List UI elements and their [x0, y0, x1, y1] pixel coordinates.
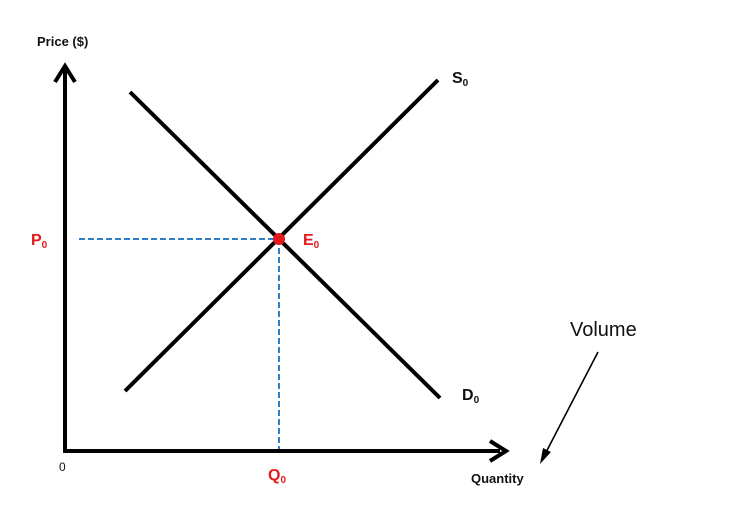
- equilibrium-label: E0: [303, 232, 320, 251]
- price-label: P0: [31, 232, 48, 251]
- quantity-label-sub: 0: [280, 475, 286, 486]
- equilibrium-label-sub: 0: [314, 240, 320, 251]
- x-axis-arrowhead: [488, 439, 510, 463]
- demand-curve: [128, 90, 442, 400]
- price-label-sub: 0: [42, 240, 48, 251]
- equilibrium-point: [273, 233, 285, 245]
- volume-annotation: Volume: [570, 319, 637, 341]
- supply-label-sub: 0: [463, 78, 469, 89]
- origin-label: 0: [59, 460, 66, 474]
- annotation-arrowhead: [540, 448, 551, 464]
- supply-label: S0: [452, 70, 469, 89]
- quantity-label: Q0: [268, 467, 286, 486]
- annotation-arrow-line: [541, 351, 599, 461]
- y-axis-arrowhead: [53, 62, 77, 84]
- demand-label-sub: 0: [474, 395, 480, 406]
- y-axis-title: Price ($): [37, 34, 88, 49]
- demand-label: D0: [462, 387, 480, 406]
- x-axis-title: Quantity: [471, 471, 524, 486]
